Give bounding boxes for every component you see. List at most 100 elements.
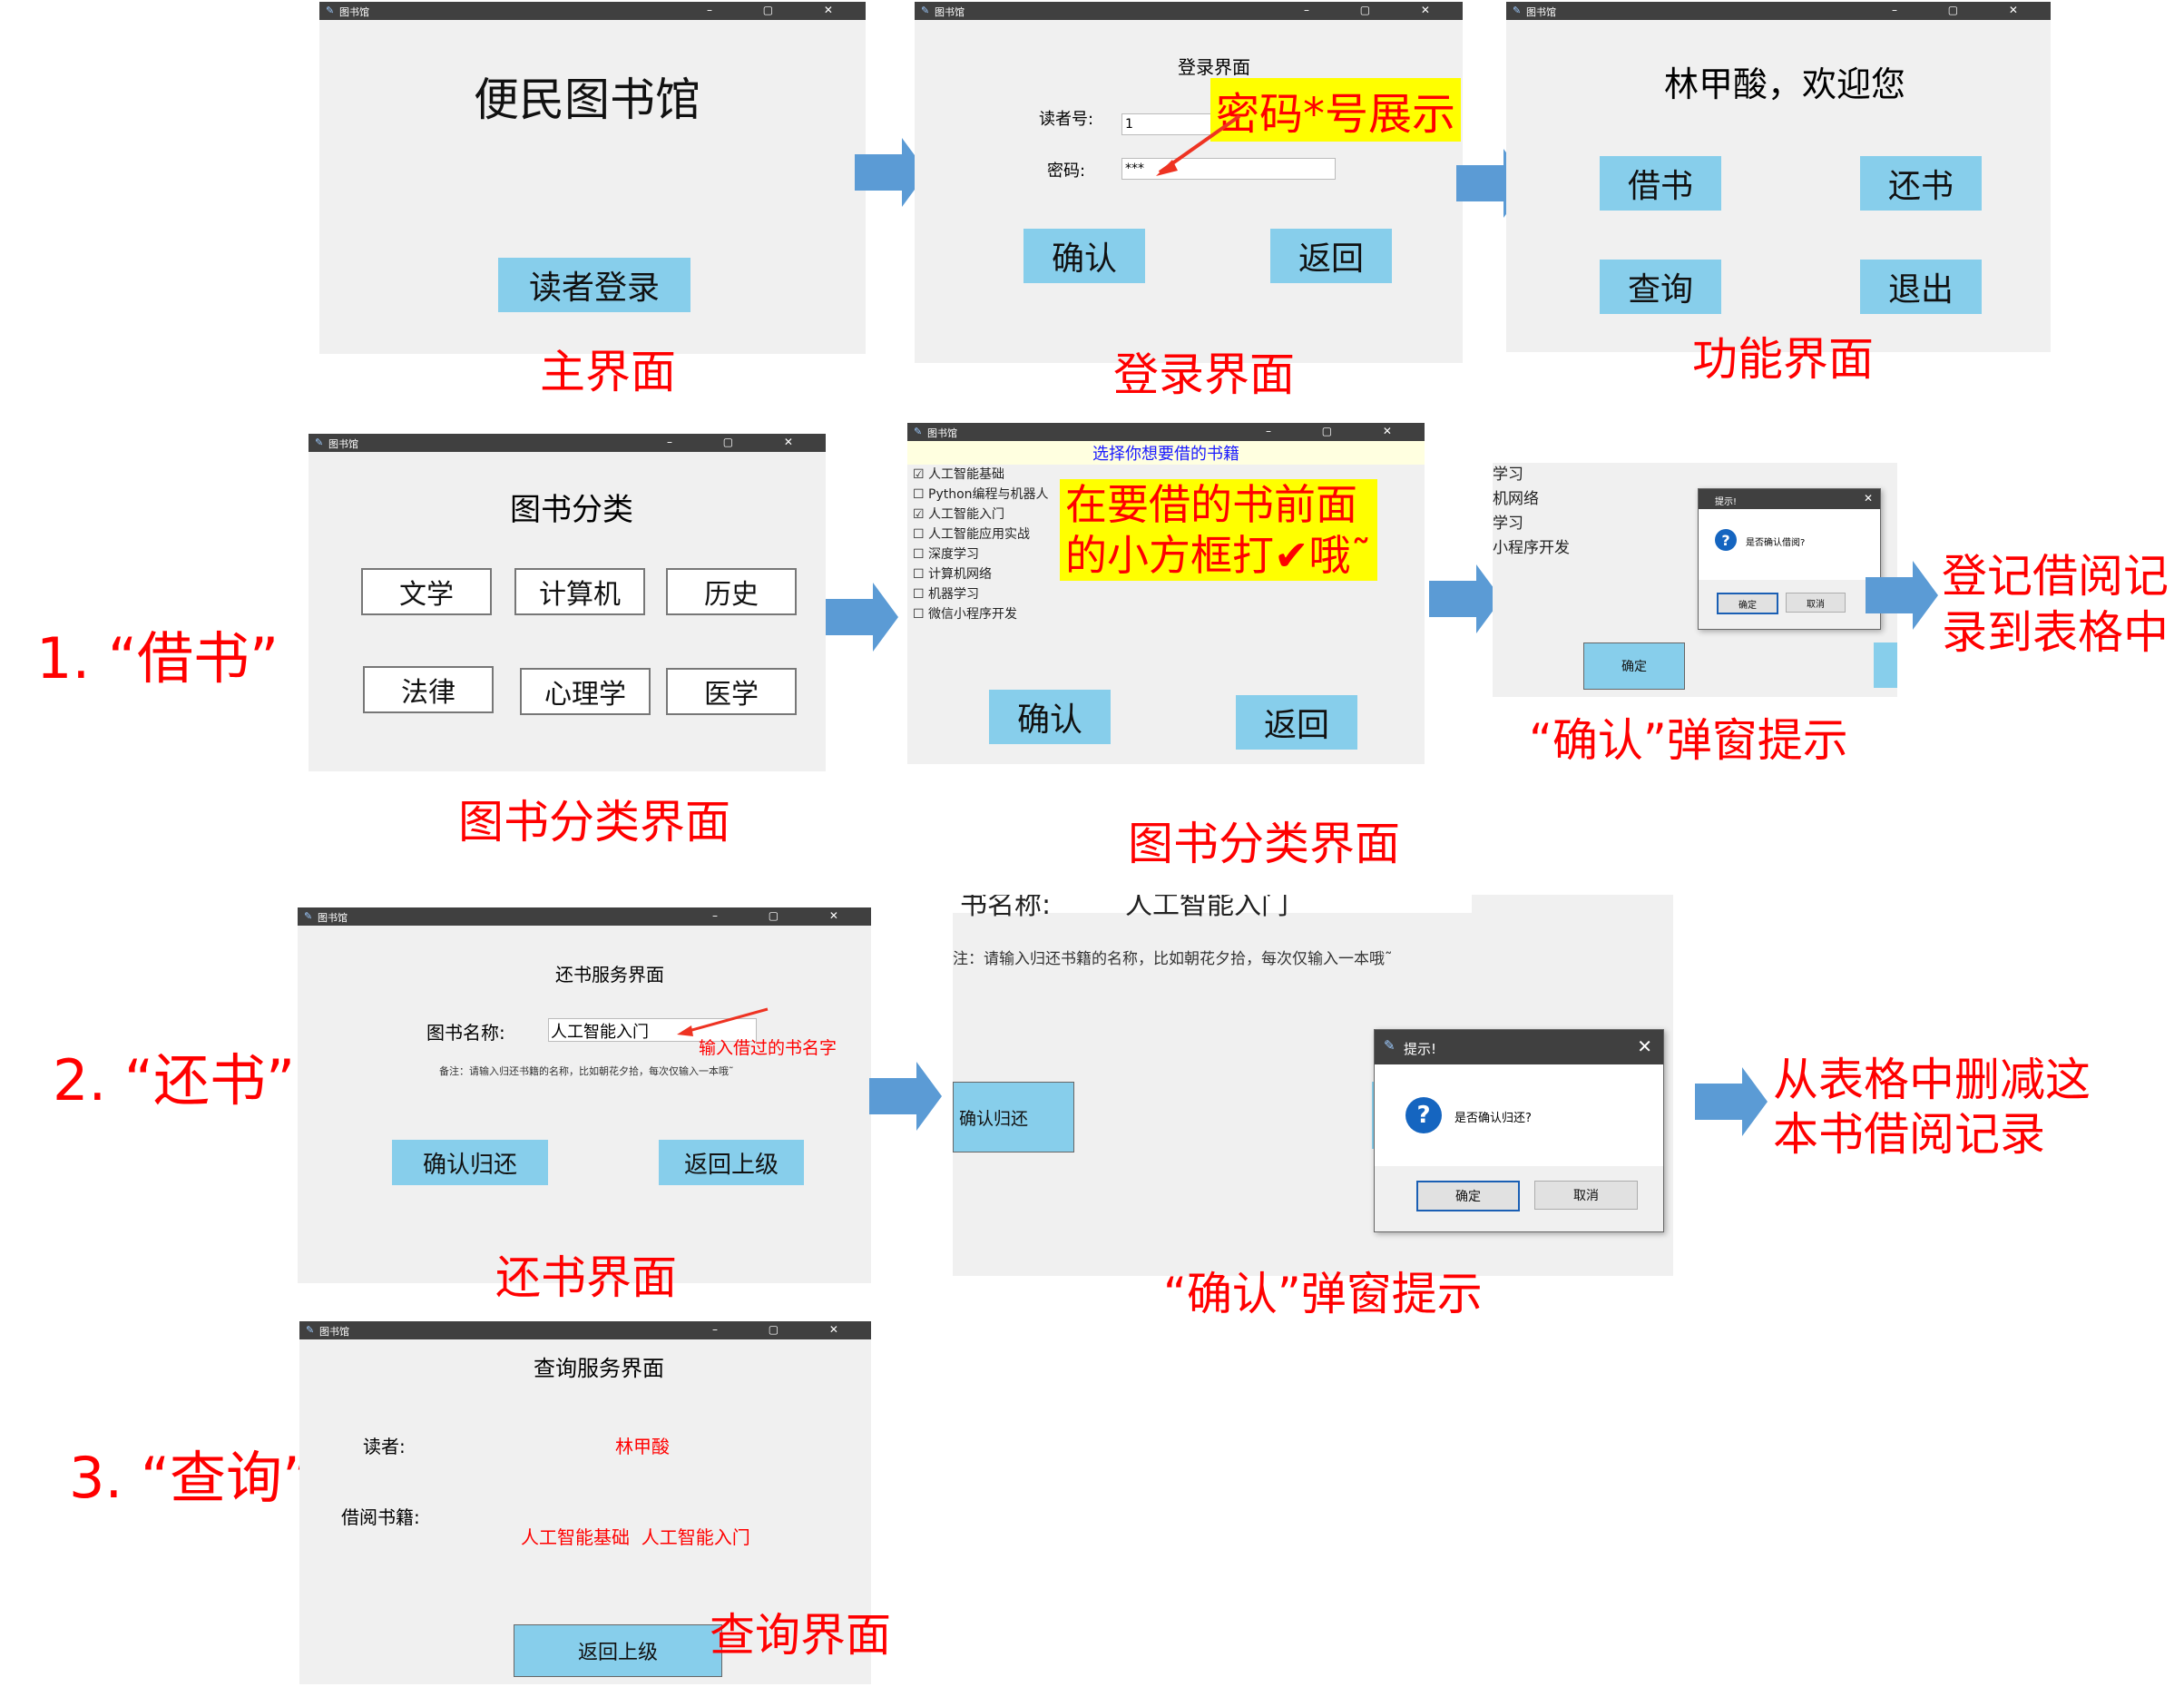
confirm-button[interactable]: 确定: [1583, 642, 1685, 690]
confirm-return-button[interactable]: 确认归还: [392, 1140, 548, 1185]
book-checkbox-4[interactable]: ☐ 深度学习: [913, 544, 1049, 564]
confirm-return-button[interactable]: 确认归还: [953, 1082, 1074, 1152]
book-checkbox-6[interactable]: ☐ 机器学习: [913, 584, 1049, 604]
window-title: 图书馆: [319, 1326, 349, 1338]
title-bar: ✎ 图书馆 – ▢ ✕: [298, 907, 871, 926]
query-window: ✎ 图书馆 – ▢ ✕ 查询服务界面 读者: 林甲酸 借阅书籍: 人工智能基础 …: [299, 1321, 871, 1684]
pointer-arrow-icon: [1156, 114, 1241, 176]
back-up-button[interactable]: 返回上级: [514, 1624, 722, 1677]
checkbox-icon[interactable]: ☐: [913, 527, 925, 542]
back-up-button[interactable]: 返回上级: [659, 1140, 804, 1185]
select-header-text: 选择你想要借的书籍: [1092, 445, 1239, 464]
window-controls[interactable]: – ▢ ✕: [1303, 4, 1454, 16]
book-name: 计算机网络: [928, 567, 993, 582]
category-law-button[interactable]: 法律: [363, 666, 494, 713]
query-title: 查询服务界面: [534, 1356, 664, 1381]
arrow-right-icon: [869, 1062, 942, 1131]
category-literature-button[interactable]: 文学: [361, 568, 492, 615]
book-select-window: ✎ 图书馆 – ▢ ✕ 选择你想要借的书籍 ☑ 人工智能基础 ☐ Python编…: [907, 423, 1425, 764]
window-controls[interactable]: – ▢ ✕: [1891, 4, 2042, 16]
feather-icon: ✎: [914, 426, 923, 437]
checkbox-note-line1: 在要借的书前面: [1065, 480, 1357, 529]
cancel-button[interactable]: 取消: [1786, 593, 1846, 613]
category-caption: 图书分类界面: [458, 796, 730, 848]
return-title: 还书服务界面: [555, 964, 664, 986]
window-controls[interactable]: – ▢ ✕: [711, 909, 862, 922]
book-checkbox-5[interactable]: ☐ 计算机网络: [913, 564, 1049, 584]
checkbox-note-line2: 的小方框打✔哦˜: [1065, 531, 1372, 580]
checkbox-icon[interactable]: ☐: [913, 487, 925, 502]
question-icon: ?: [1715, 529, 1737, 551]
window-controls[interactable]: – ▢ ✕: [711, 1323, 862, 1336]
return-dialog: ✎ 提示! ✕ ? 是否确认归还? 确定 取消: [1374, 1029, 1664, 1232]
arrow-right-icon: [1695, 1067, 1768, 1136]
book-name: 微信小程序开发: [928, 607, 1018, 622]
return-result-text: 从表格中删减这 本书借阅记录: [1773, 1053, 2091, 1162]
window-controls[interactable]: – ▢ ✕: [1265, 425, 1415, 437]
book-checkbox-7[interactable]: ☐ 微信小程序开发: [913, 604, 1049, 624]
window-title: 图书馆: [927, 427, 957, 439]
checkbox-icon[interactable]: ☐: [913, 587, 925, 602]
ok-button[interactable]: 确定: [1416, 1181, 1520, 1211]
ok-button[interactable]: 确定: [1717, 593, 1778, 614]
window-title: 图书馆: [935, 6, 965, 18]
category-window: ✎ 图书馆 – ▢ ✕ 图书分类 文学 计算机 历史 法律 心理学 医学: [309, 434, 826, 771]
back-button[interactable]: 返回: [1236, 695, 1357, 750]
window-title: 图书馆: [318, 912, 348, 924]
borrow-button[interactable]: 借书: [1600, 156, 1721, 211]
title-bar: ✎ 图书馆 – ▢ ✕: [915, 2, 1463, 20]
book-checkbox-3[interactable]: ☐ 人工智能应用实战: [913, 525, 1049, 544]
password-note: 密码*号展示: [1210, 78, 1462, 142]
query-button[interactable]: 查询: [1600, 260, 1721, 314]
reader-label: 读者号:: [1039, 110, 1094, 129]
return-confirm-window: 书名称: 人工智能入门 注：请输入归还书籍的名称，比如朝花夕拾，每次仅输入一本哦…: [953, 895, 1673, 1276]
return-remark-zoom: 注：请输入归还书籍的名称，比如朝花夕拾，每次仅输入一本哦˜: [953, 950, 1393, 968]
book-name: 人工智能基础: [928, 467, 1005, 482]
main-caption: 主界面: [540, 346, 676, 398]
query-caption: 查询界面: [710, 1609, 891, 1662]
partial-line: 小程序开发: [1493, 539, 1570, 557]
exit-button[interactable]: 退出: [1860, 260, 1982, 314]
book-name-value: 人工智能入门: [551, 1023, 649, 1042]
book-checkbox-1[interactable]: ☐ Python编程与机器人: [913, 485, 1049, 505]
window-title: 图书馆: [339, 6, 369, 18]
close-icon[interactable]: ✕: [1637, 1035, 1652, 1057]
checkbox-icon[interactable]: ☐: [913, 547, 925, 562]
borrow-result-line1: 登记借阅记: [1942, 550, 2169, 603]
cancel-button[interactable]: 取消: [1534, 1181, 1638, 1210]
reader-login-button[interactable]: 读者登录: [498, 258, 690, 312]
borrow-label: 1. “借书”: [36, 625, 279, 691]
window-title: 图书馆: [328, 438, 358, 450]
confirm-button[interactable]: 确认: [989, 690, 1111, 744]
return-button[interactable]: 还书: [1860, 156, 1982, 211]
category-medicine-button[interactable]: 医学: [666, 668, 797, 715]
checkbox-icon[interactable]: ☐: [913, 567, 925, 582]
feather-icon: ✎: [326, 5, 335, 16]
return-window: ✎ 图书馆 – ▢ ✕ 还书服务界面 图书名称: 人工智能入门 输入借过的书名字…: [298, 907, 871, 1283]
arrow-right-icon: [1866, 561, 1938, 630]
back-button-partial[interactable]: [1874, 642, 1897, 688]
checkbox-icon[interactable]: ☑: [913, 467, 925, 482]
return-result-line1: 从表格中删减这: [1773, 1054, 2091, 1106]
reader-value: 林甲酸: [615, 1436, 670, 1457]
checkbox-icon[interactable]: ☑: [913, 507, 925, 522]
window-controls[interactable]: – ▢ ✕: [706, 4, 857, 16]
back-button[interactable]: 返回: [1270, 229, 1392, 283]
category-computer-button[interactable]: 计算机: [514, 568, 645, 615]
feather-icon: ✎: [315, 436, 324, 448]
title-bar: ✎ 图书馆 – ▢ ✕: [319, 2, 866, 20]
category-history-button[interactable]: 历史: [666, 568, 797, 615]
window-controls[interactable]: – ▢ ✕: [666, 436, 817, 448]
window-title: 图书馆: [1526, 6, 1556, 18]
book-checkbox-2[interactable]: ☑ 人工智能入门: [913, 505, 1049, 525]
book-name-label: 图书名称:: [426, 1022, 505, 1044]
checkbox-icon[interactable]: ☐: [913, 607, 925, 622]
category-psychology-button[interactable]: 心理学: [520, 668, 651, 715]
confirm-button[interactable]: 确认: [1023, 229, 1145, 283]
password-input[interactable]: ***: [1121, 158, 1336, 180]
book-name: Python编程与机器人: [928, 487, 1049, 502]
feather-icon: ✎: [304, 910, 313, 922]
close-icon[interactable]: ✕: [1863, 492, 1873, 505]
book-checkbox-0[interactable]: ☑ 人工智能基础: [913, 465, 1049, 485]
dialog-message: 是否确认借阅?: [1746, 538, 1806, 548]
